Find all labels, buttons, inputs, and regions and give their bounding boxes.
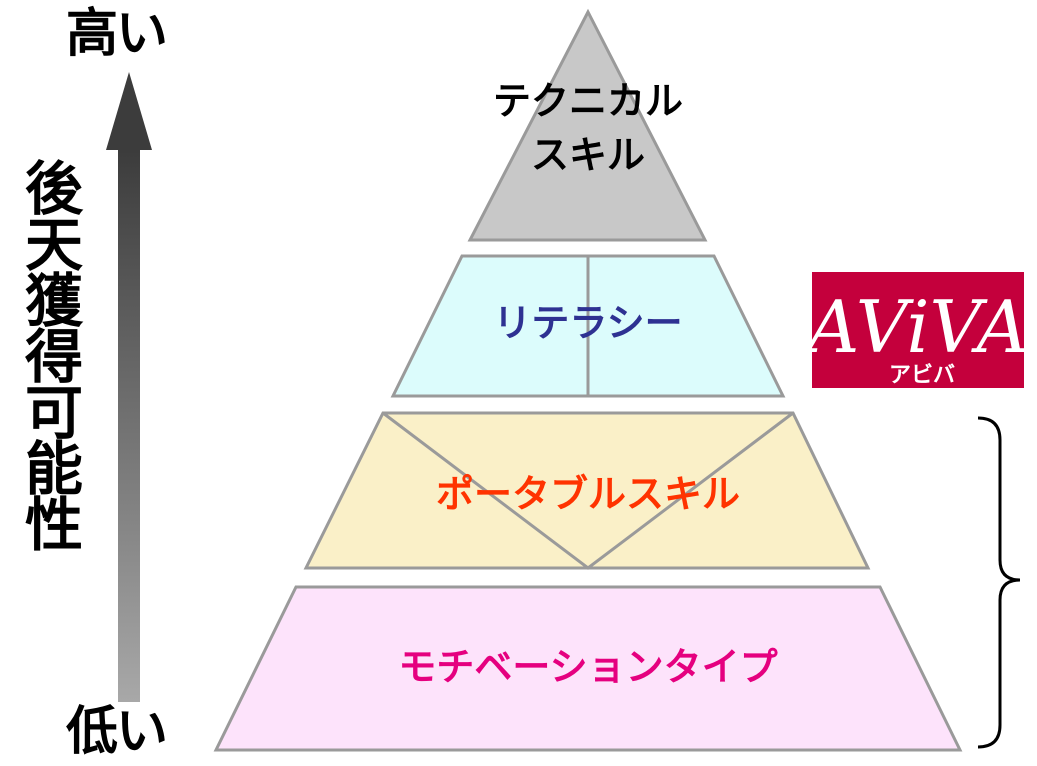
axis-high-label: 高い bbox=[66, 4, 168, 64]
tier-portable-skill-label: ポータブルスキル bbox=[436, 472, 740, 516]
axis-title: 後天獲得可能性 bbox=[15, 158, 83, 550]
tier-technical-skill bbox=[467, 8, 708, 242]
tier-technical-skill-label-line2: スキル bbox=[531, 133, 645, 177]
tier-portable-skill-chevron bbox=[382, 411, 794, 570]
aviva-logo: AViVA アビバ bbox=[801, 272, 1029, 388]
aviva-logo-text: AViVA bbox=[801, 285, 1028, 369]
tier-portable-skill bbox=[303, 411, 871, 570]
tier-technical-skill-label-line1: テクニカル bbox=[493, 79, 683, 123]
axis-low-label: 低い bbox=[66, 702, 168, 762]
tier-literacy-label: リテラシー bbox=[493, 301, 682, 345]
tier-motivation-type bbox=[213, 585, 963, 752]
tier-motivation-type-label: モチベーションタイプ bbox=[398, 645, 777, 689]
upward-arrow bbox=[106, 72, 152, 702]
aviva-logo-subtext: アビバ bbox=[889, 363, 955, 388]
right-curly-brace bbox=[977, 416, 1021, 749]
